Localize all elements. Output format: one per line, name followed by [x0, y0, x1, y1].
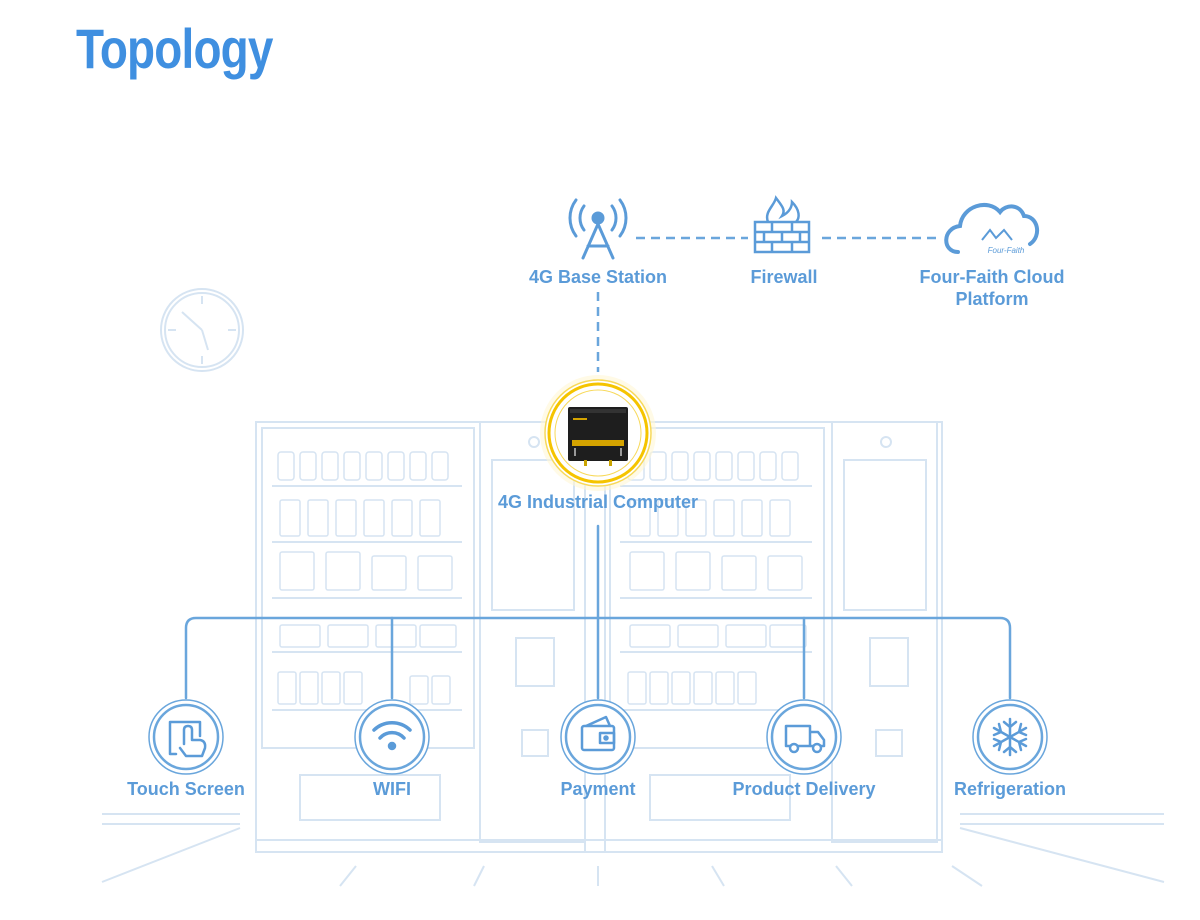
vending-machine-background: [101, 421, 1165, 887]
endpoint-circles: [148, 699, 1048, 775]
product-delivery-label: Product Delivery: [732, 779, 876, 799]
snowflake-icon: [992, 717, 1028, 757]
cloud-logo-text: Four-Faith: [988, 246, 1025, 255]
touch-screen-icon: [168, 720, 207, 758]
cloud-platform-label: Four-Faith Cloud Platform: [920, 266, 1065, 310]
wallet-icon: [580, 715, 616, 752]
industrial-computer-node: [540, 375, 656, 491]
base-station-icon: [568, 198, 628, 260]
endpoint-links: [184, 524, 1012, 700]
cloud-platform-label-line2: Platform: [955, 289, 1029, 309]
network-links: [596, 236, 936, 372]
wifi-icon: [372, 721, 412, 751]
touch-screen-label: Touch Screen: [127, 779, 245, 799]
refrigeration-label: Refrigeration: [953, 779, 1067, 799]
base-station-label: 4G Base Station: [528, 267, 668, 287]
clock-icon: [160, 288, 244, 372]
wifi-label: WIFI: [373, 779, 411, 799]
firewall-label: Firewall: [750, 267, 818, 287]
firewall-icon: [753, 195, 811, 254]
delivery-truck-icon: [784, 724, 826, 754]
router-device-icon: [568, 407, 628, 466]
page-title: Topology: [76, 17, 273, 80]
cloud-platform-icon: Four-Faith: [944, 202, 1040, 255]
cloud-platform-label-line1: Four-Faith Cloud: [919, 267, 1065, 287]
router-label: 4G Industrial Computer: [497, 492, 699, 512]
payment-label: Payment: [560, 779, 636, 799]
